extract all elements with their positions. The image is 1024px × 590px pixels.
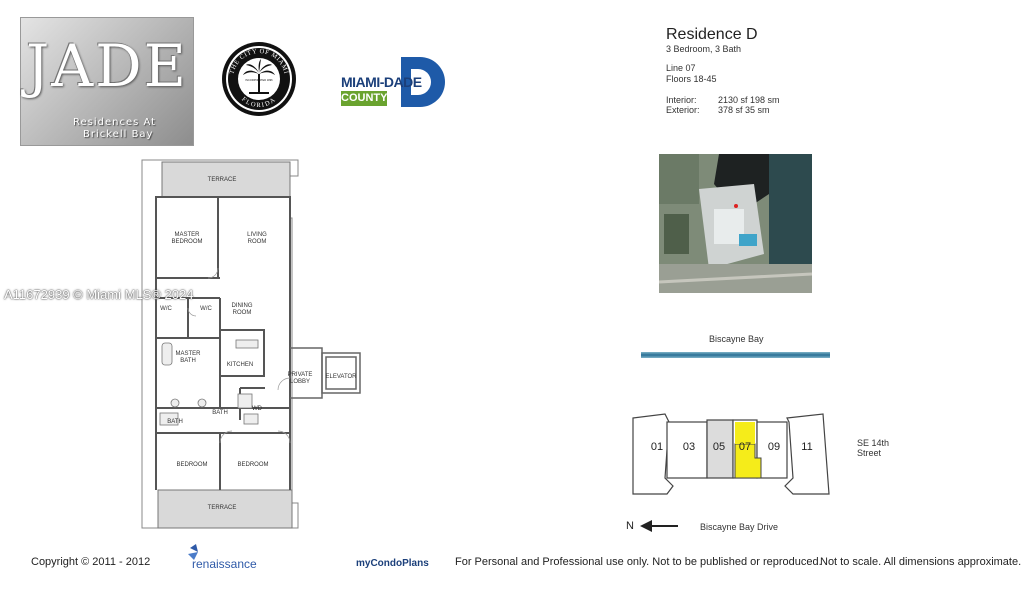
label-master-bath-2: BATH: [180, 358, 196, 364]
residence-floors: Floors 18-45: [666, 74, 717, 84]
label-living-1: LIVING: [247, 232, 267, 238]
label-dining-2: ROOM: [233, 310, 252, 316]
label-private-lobby-2: LOBBY: [290, 379, 310, 385]
label-bedroom-left: BEDROOM: [176, 462, 207, 468]
unit-label-01: 01: [651, 441, 663, 453]
residence-beds-baths: 3 Bedroom, 3 Bath: [666, 44, 742, 54]
footer-usage: For Personal and Professional use only. …: [455, 556, 822, 568]
label-kitchen: KITCHEN: [227, 362, 253, 368]
key-plan: 01 03 05 07 09 11: [632, 413, 830, 495]
footer-mycondoplans: myCondoPlans: [356, 558, 429, 569]
street-label-2: Street: [857, 448, 882, 458]
mls-watermark: A11672939 © Miami MLS® 2024: [4, 287, 194, 302]
label-master-bedroom-2: BEDROOM: [171, 239, 202, 245]
label-wic-left: W/C: [160, 306, 172, 312]
jade-subline-1: Residences At: [73, 117, 157, 128]
label-bath-mid: BATH: [212, 410, 228, 416]
label-master-bath-1: MASTER: [175, 351, 201, 357]
residence-line: Line 07: [666, 63, 696, 73]
label-bath-small: BATH: [167, 419, 183, 425]
palm-tree-icon: [243, 59, 275, 94]
exterior-value: 378 sf 35 sm: [718, 105, 770, 115]
north-arrow-icon: [640, 520, 678, 532]
bay-label: Biscayne Bay: [709, 334, 764, 344]
jade-subline-2: Brickell Bay: [83, 129, 154, 140]
residence-title: Residence D: [666, 26, 758, 43]
interior-label: Interior:: [666, 95, 697, 105]
city-of-miami-seal: THE CITY OF MIAMI FLORIDA INCORPORATED 1…: [222, 42, 296, 116]
terrace-top: [161, 161, 291, 198]
renaissance-logo: renaissance: [188, 544, 257, 571]
floor-plan: TERRACE MASTER BEDROOM LIVING ROOM W/C W…: [141, 159, 361, 529]
label-elevator: ELEVATOR: [325, 374, 357, 380]
bay-bar: [641, 352, 830, 358]
north-label: N: [626, 520, 634, 532]
label-wd: WD: [252, 406, 263, 412]
miami-dade-county-logo: MIAMI-DADE COUNTY: [339, 57, 447, 109]
label-dining-1: DINING: [232, 303, 253, 309]
unit-label-07: 07: [739, 441, 751, 453]
jade-brand-text: JADE: [26, 32, 188, 100]
terrace-bottom: [157, 489, 293, 529]
footer-copyright: Copyright © 2011 - 2012: [31, 556, 151, 568]
label-terrace-top: TERRACE: [208, 177, 237, 183]
label-bedroom-right: BEDROOM: [237, 462, 268, 468]
unit-label-11: 11: [801, 441, 812, 453]
unit-label-05: 05: [713, 441, 725, 453]
renaissance-mark-icon: [188, 544, 198, 560]
label-terrace-bottom: TERRACE: [208, 505, 237, 511]
county-logo-line1: MIAMI-DADE: [341, 74, 422, 90]
interior-value: 2130 sf 198 sm: [718, 95, 780, 105]
label-private-lobby-1: PRIVATE: [288, 372, 313, 378]
label-wic-right: W/C: [200, 306, 212, 312]
county-logo-line2: COUNTY: [341, 91, 388, 106]
exterior-label: Exterior:: [666, 105, 700, 115]
street-label-1: SE 14th: [857, 438, 890, 448]
aerial-photo: [659, 154, 812, 293]
unit-label-03: 03: [683, 441, 695, 453]
renaissance-text: renaissance: [192, 557, 257, 571]
label-living-2: ROOM: [248, 239, 267, 245]
unit-label-09: 09: [768, 441, 780, 453]
jade-logo: JADE Residences At Brickell Bay: [20, 17, 194, 146]
footer-scale: Not to scale. All dimensions approximate…: [820, 556, 1022, 568]
drive-label: Biscayne Bay Drive: [700, 522, 779, 532]
label-master-bedroom-1: MASTER: [174, 232, 200, 238]
